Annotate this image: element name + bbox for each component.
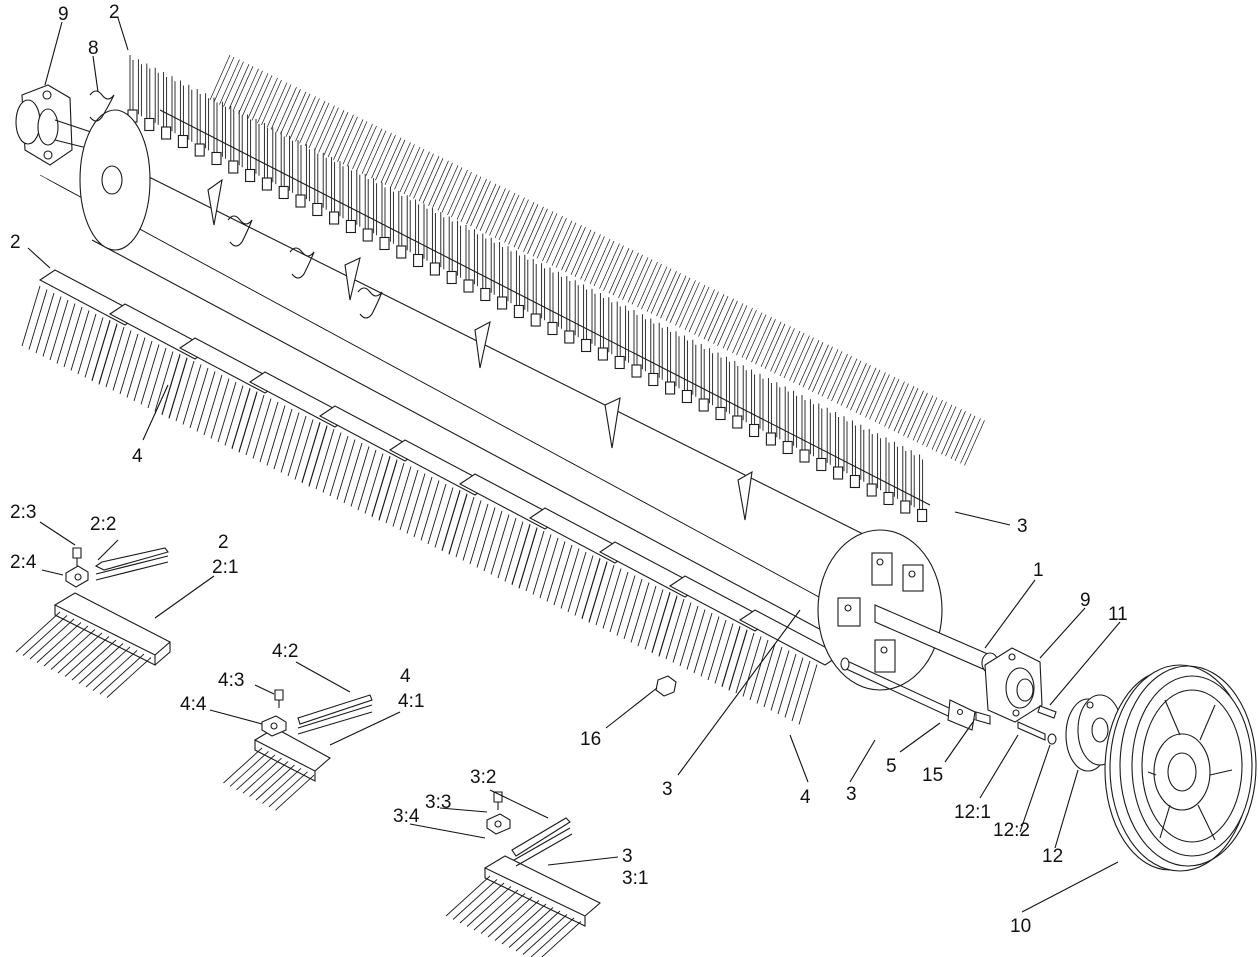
left-end-disc <box>79 109 151 251</box>
callout-bottom-12-1: 12:1 <box>954 802 991 823</box>
callout-bottom-4: 4 <box>800 787 811 808</box>
callout-bottom-12: 12 <box>1042 846 1063 867</box>
callout-labels: 9 2 8 2 4 3 1 9 11 16 3 4 3 5 15 12:1 12… <box>10 2 1128 937</box>
callout-left-2: 2 <box>10 232 21 253</box>
callout-top-9: 9 <box>58 4 69 25</box>
leader-lines <box>27 17 1121 913</box>
callout-detail4-4-1: 4:1 <box>398 691 424 712</box>
rotor-assembly <box>21 54 985 725</box>
springs <box>89 90 383 319</box>
right-bearing-flange <box>984 647 1043 723</box>
callout-detail2-2-4: 2:4 <box>10 552 37 573</box>
callout-bottom-3b: 3 <box>846 784 857 805</box>
drum-fins <box>207 178 753 521</box>
callout-bottom-16: 16 <box>580 729 601 750</box>
callout-detail4-4-3: 4:3 <box>218 670 244 691</box>
callout-detail3-3-1: 3:1 <box>622 868 648 889</box>
left-bearing-flange <box>15 84 101 166</box>
callout-detail2-2-1: 2:1 <box>212 557 238 578</box>
callout-detail4-4-2: 4:2 <box>272 641 298 662</box>
callout-bottom-3a: 3 <box>662 779 673 800</box>
detail-view-2 <box>15 547 171 698</box>
callout-detail4-main: 4 <box>400 666 411 687</box>
key-and-bolts <box>1017 705 1057 745</box>
nut <box>655 675 677 697</box>
callout-bottom-5: 5 <box>886 756 897 777</box>
callout-top-8: 8 <box>88 38 99 59</box>
callout-hub-9: 9 <box>1080 590 1091 611</box>
callout-right-3: 3 <box>1017 516 1028 537</box>
callout-left-4: 4 <box>132 446 143 467</box>
upper-tine-bars <box>127 54 985 523</box>
callout-top-2: 2 <box>109 2 120 23</box>
middle-tine-bars <box>39 174 847 613</box>
callout-bottom-10: 10 <box>1010 916 1031 937</box>
callout-detail3-3-3: 3:3 <box>425 792 451 813</box>
callout-detail2-2-3: 2:3 <box>10 502 36 523</box>
support-bracket <box>947 699 991 731</box>
callout-detail3-main: 3 <box>622 846 633 867</box>
callout-detail4-4-4: 4:4 <box>180 694 207 715</box>
detail-view-3 <box>445 791 601 957</box>
lower-tine-bars <box>21 269 842 725</box>
callout-detail3-3-4: 3:4 <box>393 806 420 827</box>
callout-detail3-3-2: 3:2 <box>470 767 496 788</box>
callout-bottom-15: 15 <box>922 765 943 786</box>
callout-bottom-12-2: 12:2 <box>993 820 1030 841</box>
callout-detail2-main: 2 <box>218 532 229 553</box>
pulley <box>1104 664 1257 872</box>
callout-detail2-2-2: 2:2 <box>90 514 116 535</box>
callout-hub-11: 11 <box>1108 604 1128 625</box>
detail-view-4 <box>223 689 373 811</box>
callout-hub-1: 1 <box>1033 560 1044 581</box>
